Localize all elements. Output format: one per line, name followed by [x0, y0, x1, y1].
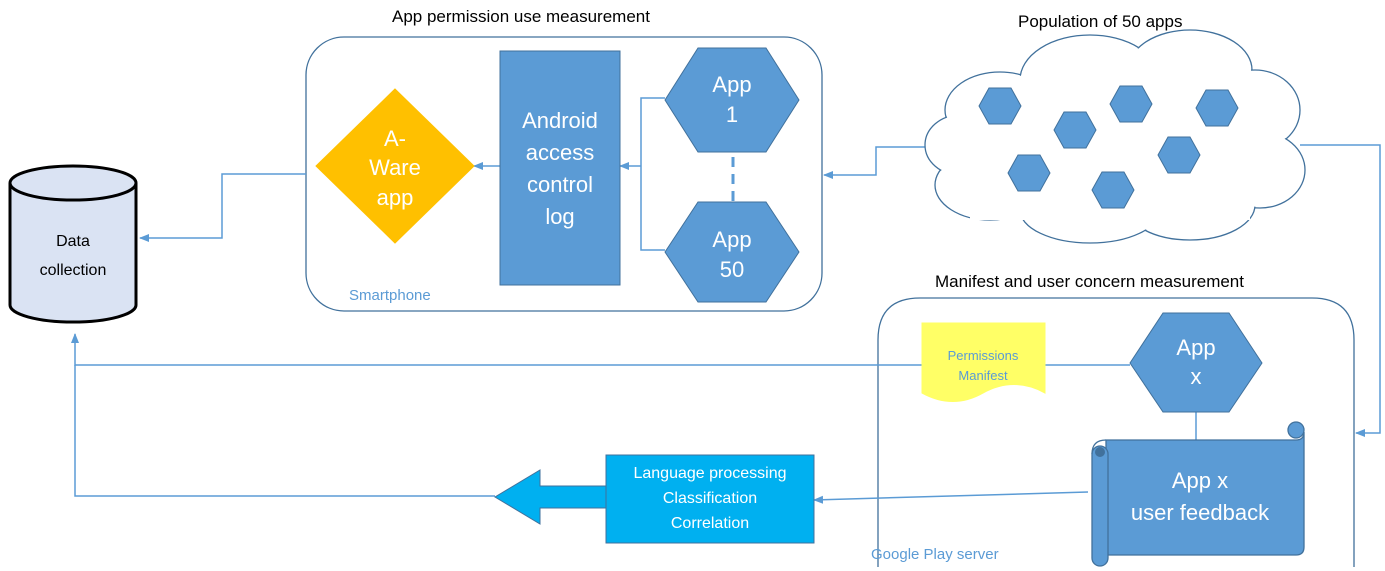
app1-label-2: 1	[726, 102, 738, 127]
feedback-label-2: user feedback	[1131, 500, 1270, 525]
language-label-2: Classification	[663, 490, 757, 507]
user-feedback-scroll	[1091, 421, 1305, 567]
manifest-concern-title: Manifest and user concern measurement	[935, 272, 1244, 291]
app1-hexagon	[664, 47, 800, 153]
app1-label-1: App	[712, 72, 751, 97]
appx-label-1: App	[1176, 335, 1215, 360]
language-label-1: Language processing	[633, 465, 786, 482]
data-collection-label-1: Data	[56, 233, 90, 250]
aware-label-3: app	[377, 185, 414, 210]
manifest-to-data-arrow	[71, 333, 925, 366]
app50-label-2: 50	[720, 257, 744, 282]
manifest-label-2: Manifest	[958, 368, 1008, 383]
cloud-app-hexagon	[1157, 136, 1201, 174]
manifest-label-1: Permissions	[948, 348, 1019, 363]
aware-label-1: A-	[384, 126, 406, 151]
app50-label-1: App	[712, 227, 751, 252]
language-label-3: Correlation	[671, 515, 749, 532]
smartphone-to-data-arrow	[139, 173, 306, 242]
access-log-label-3: control	[527, 172, 593, 197]
app-permission-title: App permission use measurement	[392, 7, 650, 26]
population-title: Population of 50 apps	[1018, 12, 1183, 31]
google-play-label: Google Play server	[871, 546, 999, 563]
cloud-app-hexagon	[1007, 154, 1051, 192]
cloud-to-smartphone-arrow	[823, 146, 932, 179]
feedback-label-1: App x	[1172, 468, 1228, 493]
app-population-cloud	[924, 29, 1306, 244]
google-play-container	[877, 297, 1355, 567]
appx-hexagon	[1129, 312, 1263, 413]
connectors	[71, 97, 1381, 504]
cloud-app-hexagon	[1091, 171, 1135, 209]
cloud-app-hexagon	[1195, 89, 1239, 127]
smartphone-label: Smartphone	[349, 287, 431, 304]
data-collection-label-2: collection	[40, 262, 107, 279]
cloud-app-hexagon	[1109, 85, 1153, 123]
cloud-to-feedback-arrow	[1300, 144, 1381, 437]
access-log-label-4: log	[545, 204, 574, 229]
cloud-app-hexagon	[1053, 111, 1097, 149]
language-to-data-line	[74, 365, 495, 497]
access-log-label-1: Android	[522, 108, 598, 133]
data-collection-cylinder	[8, 164, 138, 324]
app50-hexagon	[664, 201, 800, 303]
feedback-to-language-arrow	[813, 491, 1089, 504]
language-output-arrow	[494, 469, 607, 525]
permissions-manifest-doc	[921, 322, 1046, 402]
aware-label-2: Ware	[369, 155, 421, 180]
access-log-box	[499, 50, 621, 286]
apps-bracket	[640, 97, 665, 251]
cloud-app-hexagon	[978, 87, 1022, 125]
aware-app-diamond	[315, 88, 475, 244]
appx-label-2: x	[1191, 364, 1202, 389]
access-log-label-2: access	[526, 140, 594, 165]
language-processing-box	[605, 454, 815, 544]
